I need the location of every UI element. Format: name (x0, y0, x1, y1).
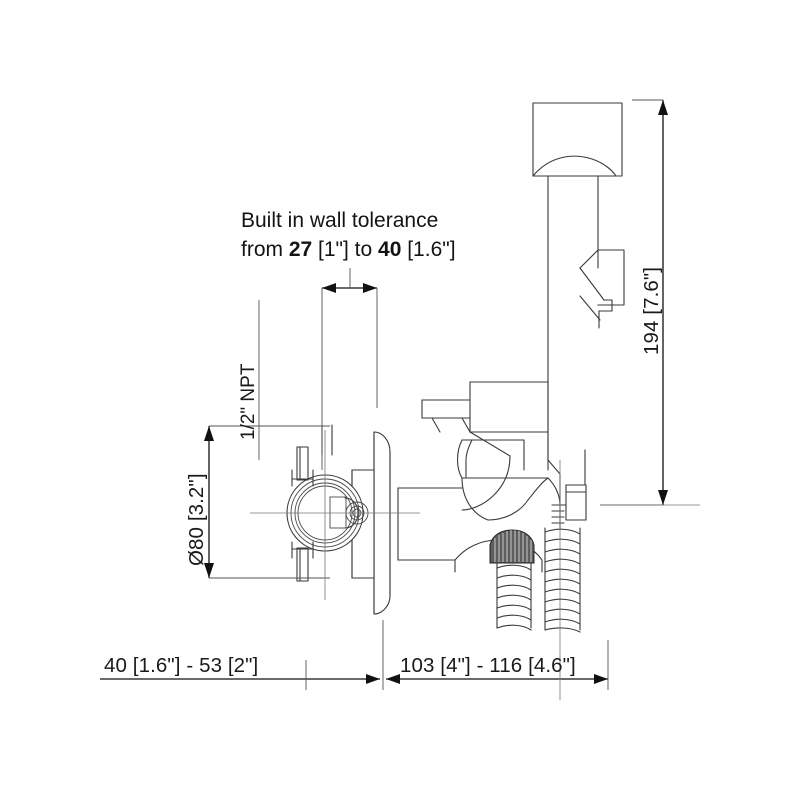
sprayer-body (547, 175, 599, 461)
bottom-dimensions (100, 620, 609, 690)
coiled-hose-right (544, 519, 581, 633)
diameter-dimension-label: Ø80 [3.2"] (185, 473, 208, 566)
tolerance-note-line2: from 27 [1"] to 40 [1.6"] (241, 238, 456, 261)
tolerance-min-value: 27 (289, 238, 312, 261)
escutcheon-plate (373, 431, 391, 615)
tolerance-prefix: from (241, 238, 289, 261)
trigger-lever (579, 249, 625, 329)
knurled-cap (489, 529, 535, 564)
coiled-hose-left (496, 562, 532, 631)
sprayer-holder-bracket (559, 484, 587, 521)
bottom-left-dimension-label: 40 [1.6"] - 53 [2"] (104, 654, 258, 677)
bottom-right-dimension-label: 103 [4"] - 116 [4.6"] (400, 654, 576, 677)
center-lines (250, 430, 700, 700)
tolerance-mid1: [1"] to (312, 238, 378, 261)
diameter-dimension (204, 425, 330, 579)
npt-thread-label: 1/2" NPT (238, 363, 259, 440)
tolerance-max-value: 40 (378, 238, 401, 261)
cross-mounting-bracket (291, 446, 314, 582)
supply-inlet-stub (321, 424, 333, 456)
tolerance-note-line1: Built in wall tolerance (241, 209, 438, 232)
handheld-sprayer-head (532, 102, 623, 177)
tolerance-mid2: [1.6"] (401, 238, 455, 261)
valve-main-body (397, 381, 561, 561)
height-dimension-label: 194 [7.6"] (640, 267, 663, 355)
hose-connector-ribs (551, 504, 565, 524)
tolerance-dimension (321, 268, 378, 470)
